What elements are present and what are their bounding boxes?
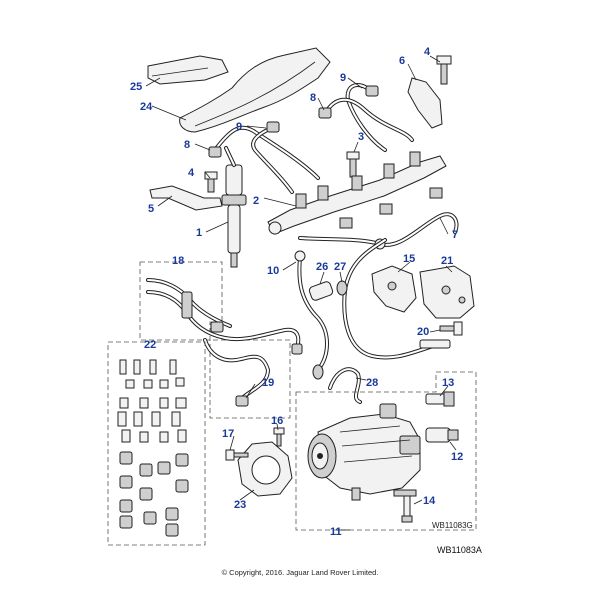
rail-bolt [346,151,360,178]
fuel-return-pipe [294,250,329,380]
pipe-28 [328,367,362,404]
mount-bracket-21 [419,265,475,319]
copyright-notice: © Copyright, 2016. Jaguar Land Rover Lim… [221,568,379,577]
callout-4-left: 4 [188,167,195,179]
fittings-kit-box [107,341,206,546]
fuel-feed-pipe [342,238,451,360]
callout-25: 25 [130,81,142,93]
bolt-20 [439,321,463,336]
high-pressure-fuel-pump [307,403,421,501]
seal-27 [336,280,348,296]
fittings-grid [117,359,189,537]
injector-clamp-bracket [149,171,223,211]
callout-19: 19 [262,377,274,389]
fuel-pump-box [295,371,477,531]
sensor-12 [425,427,459,443]
callout-14: 14 [423,495,436,507]
callout-27: 27 [334,261,346,273]
callout-9-left: 9 [236,121,242,133]
callout-8-left: 8 [184,139,190,151]
callout-24: 24 [140,101,153,113]
shield-cover [147,55,229,85]
callout-5: 5 [148,203,154,215]
fuel-injector [221,146,247,268]
callout-12: 12 [451,451,463,463]
callout-15: 15 [403,253,415,265]
pump-valve-14 [393,489,417,523]
callout-6: 6 [399,55,405,67]
heat-shield [179,47,331,133]
callout-2: 2 [253,195,259,207]
bracket-15 [371,265,417,313]
pump-gasket [237,441,293,497]
injector-pipes-left [208,121,320,194]
pump-bracket-top [407,55,452,129]
sensor-harness [298,187,459,250]
callout-23: 23 [234,499,246,511]
callout-17: 17 [222,428,234,440]
sensor-13 [425,391,455,407]
inner-reference-code: WB11083G [432,521,473,530]
leader-lines [145,55,457,531]
callout-9-right: 9 [340,72,346,84]
callout-22: 22 [144,339,156,351]
callout-13: 13 [442,377,454,389]
injector-pipes-right [318,83,414,152]
callout-4-top: 4 [424,46,431,58]
callout-21: 21 [441,255,453,267]
callout-3: 3 [358,131,364,143]
callout-1: 1 [196,227,202,239]
outer-reference-code: WB11083A [437,545,482,555]
callout-11: 11 [330,526,342,538]
callout-26: 26 [316,261,328,273]
callout-16: 16 [271,415,283,427]
callout-18: 18 [172,255,184,267]
callout-7: 7 [452,229,458,241]
pipe-assembly-box [139,261,303,419]
callout-28: 28 [366,377,378,389]
bolt-16 [273,427,285,447]
valve-26 [308,281,334,301]
callout-10: 10 [267,265,279,277]
fuel-rail [267,151,447,235]
callout-20: 20 [417,326,429,338]
callouts: 1 2 3 4 4 5 6 7 8 8 9 9 10 11 12 13 14 1… [130,46,463,538]
callout-8-right: 8 [310,92,316,104]
